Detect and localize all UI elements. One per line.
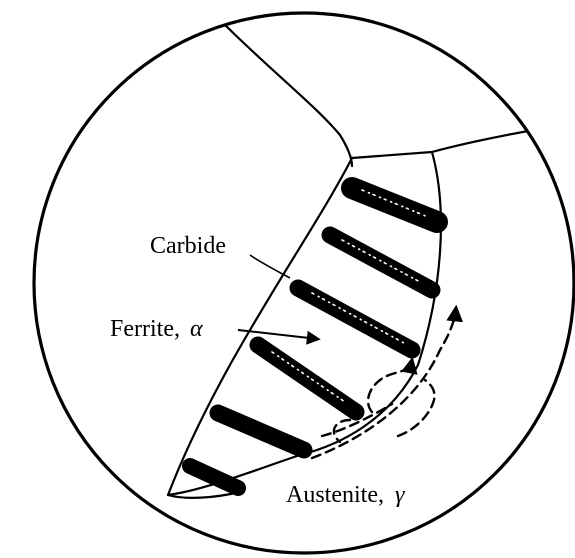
carbide-lamella-4 [258, 345, 356, 412]
ferrite-symbol: α [190, 316, 203, 342]
carbide-lamella-3 [298, 288, 412, 350]
grain-boundary-top-left [220, 20, 352, 166]
austenite-label-text: Austenite, [286, 482, 384, 508]
ferrite-label: Ferrite, α [110, 316, 203, 342]
grain-boundary-top-right [352, 128, 545, 158]
austenite-symbol: γ [395, 482, 405, 508]
ferrite-label-text: Ferrite, [110, 316, 180, 342]
austenite-label: Austenite, γ [286, 482, 405, 508]
carbide-label: Carbide [150, 233, 226, 259]
carbide-lamella-6 [190, 466, 238, 488]
ferrite-leader-arrow [238, 330, 318, 339]
carbide-leader-line [250, 255, 290, 278]
carbide-lamella-5 [218, 413, 304, 450]
carbide-lamella-2 [330, 235, 432, 290]
carbide-lamella-1 [352, 188, 437, 222]
